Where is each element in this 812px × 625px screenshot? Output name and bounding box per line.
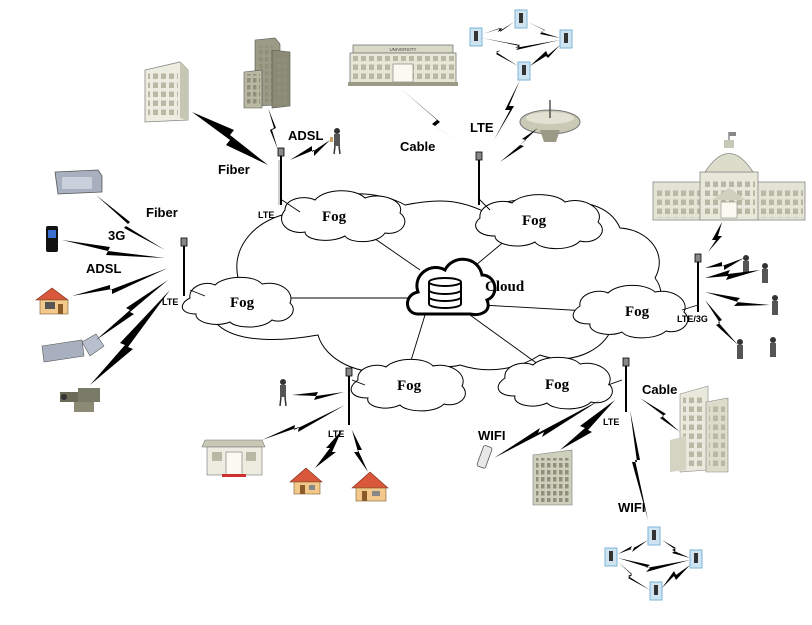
tower-label-top-left: LTE [258, 210, 274, 220]
fog-label-top-left: Fog [322, 209, 347, 225]
link-building-bottom-icon [560, 400, 615, 450]
tower-building-cluster [243, 37, 291, 109]
capitol-building [652, 132, 806, 221]
house-bottom-1 [289, 467, 323, 495]
fog-cloud-bottom-left [350, 358, 466, 412]
fiber-link-top-left-icon [192, 112, 268, 165]
lte-label-top: LTE [470, 120, 494, 135]
person-bottom-left-icon [279, 379, 287, 407]
tower-label-right: LTE/3G [677, 314, 708, 324]
adsl-link-top-icon [290, 140, 330, 160]
fog-label-bottom-left: Fog [397, 378, 422, 394]
cable-link-right-icon [640, 398, 680, 432]
link-house-1-icon [315, 430, 342, 468]
links-people-right [705, 258, 770, 345]
fog-label-left: Fog [230, 295, 255, 311]
building-bottom-right [532, 449, 573, 506]
link-camera-icon [90, 290, 170, 385]
adsl-label-top: ADSL [288, 128, 323, 143]
tower-label-left: LTE [162, 297, 178, 307]
fog-cloud-top-left [281, 190, 406, 243]
person-icon [762, 263, 768, 283]
tower-right [694, 253, 702, 312]
tower-label-bottom-right: LTE [603, 417, 619, 427]
link-capitol-icon [708, 222, 722, 252]
phone-mesh-bottom [604, 526, 703, 601]
fiber-label-left: Fiber [146, 205, 178, 220]
home-computer-icon [35, 287, 69, 315]
satellite-dish-icon [519, 100, 581, 142]
handheld-device-icon [476, 445, 493, 469]
wifi-label-bottom: WIFI [618, 500, 645, 515]
fog-label-top-right: Fog [522, 213, 547, 229]
cloud-icon [406, 257, 497, 316]
person-icon [772, 295, 778, 315]
fog-cloud-right [572, 284, 689, 339]
shop-building [201, 439, 266, 477]
office-building-top-left [144, 61, 189, 123]
phone-mesh-top [469, 9, 573, 81]
people-group-right [737, 255, 778, 359]
robot-arm-icon [41, 333, 105, 363]
person-icon [737, 339, 743, 359]
lte-link-top-icon [494, 80, 520, 140]
fog-label-right: Fog [625, 304, 650, 320]
tower-top-left [277, 147, 285, 205]
fog-label-bottom-right: Fog [545, 377, 570, 393]
link-shop-icon [262, 405, 345, 440]
tower-bottom-left [345, 367, 353, 425]
link-person-bottom-icon [292, 392, 344, 400]
satellite-link-icon [500, 128, 538, 162]
tower-top-right [475, 151, 483, 205]
tower-left [180, 237, 188, 296]
link-building-cluster-icon [268, 108, 278, 150]
person-icon [743, 255, 749, 273]
university-building: UNIVERSITY [348, 44, 458, 86]
fog-cloud-bottom-right [497, 356, 613, 410]
wifi-link-bottom-icon [630, 410, 648, 520]
tower-bottom-right [622, 357, 630, 412]
fiber-label-top: Fiber [218, 162, 250, 177]
fog-cloud-left [181, 276, 294, 328]
office-building-right [670, 385, 729, 473]
university-sign: UNIVERSITY [389, 47, 416, 52]
cable-label-right: Cable [642, 382, 677, 397]
cable-label-top: Cable [400, 139, 435, 154]
link-robot-icon [96, 280, 168, 340]
adsl-label-left: ADSL [86, 261, 121, 276]
server-device-icon [54, 169, 103, 195]
tower-label-bottom-left: LTE [328, 429, 344, 439]
wifi-link-mid-icon [494, 400, 600, 458]
camera-icon [60, 388, 100, 412]
mobile-phone-icon [46, 226, 58, 252]
house-bottom-2 [351, 471, 389, 502]
wifi-label-mid: WIFI [478, 428, 505, 443]
link-house-2-icon [352, 430, 368, 472]
fiber-link-left-icon [96, 195, 165, 250]
person-adsl-icon [330, 128, 341, 155]
3g-label-left: 3G [108, 228, 125, 243]
3g-link-icon [62, 240, 165, 258]
cloud-label: Cloud [485, 279, 525, 295]
fog-cloud-top-right [475, 194, 603, 250]
person-icon [770, 337, 776, 357]
